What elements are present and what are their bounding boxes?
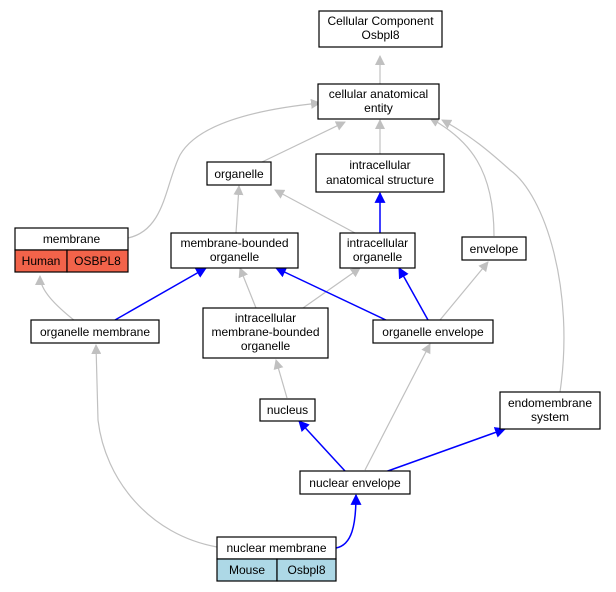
node-label: membrane-bounded bbox=[211, 325, 319, 339]
node-envelope[interactable]: envelope bbox=[461, 236, 527, 261]
edge-imbo-to-intracellular-organelle bbox=[302, 267, 361, 309]
node-label: membrane-bounded bbox=[180, 236, 288, 250]
node-label: organelle bbox=[241, 339, 291, 353]
node-intracellular-organelle[interactable]: intracellular organelle bbox=[339, 232, 416, 269]
node-nucleus[interactable]: nucleus bbox=[259, 398, 316, 422]
node-label: cellular anatomical bbox=[329, 87, 428, 101]
human-gene-label: OSBPL8 bbox=[74, 254, 121, 268]
node-organelle[interactable]: organelle bbox=[206, 161, 272, 186]
mouse-species-label: Mouse bbox=[229, 563, 265, 577]
node-label: Osbpl8 bbox=[361, 28, 399, 42]
edge-organelle-membrane-to-membrane bbox=[35, 275, 76, 322]
node-label: intracellular bbox=[349, 158, 410, 172]
edge-organelle-envelope-to-intracellular-organelle bbox=[398, 267, 429, 321]
node-label: organelle bbox=[214, 167, 264, 181]
edge-nucleus-to-imbo bbox=[273, 359, 288, 399]
edge-endomembrane-to-entity bbox=[441, 119, 565, 393]
edge-membrane-to-entity bbox=[127, 98, 321, 239]
node-membrane[interactable]: membrane Human OSBPL8 bbox=[14, 227, 129, 273]
human-species-label: Human bbox=[22, 254, 61, 268]
node-label: nuclear membrane bbox=[226, 541, 326, 555]
node-cellular-anatomical-entity[interactable]: cellular anatomical entity bbox=[317, 83, 440, 120]
node-label: organelle bbox=[210, 250, 260, 264]
node-label: anatomical structure bbox=[326, 173, 434, 187]
node-label: endomembrane bbox=[508, 396, 592, 410]
node-label: system bbox=[531, 410, 569, 424]
node-cellular-component[interactable]: Cellular Component Osbpl8 bbox=[318, 10, 443, 48]
edge-imbo-to-membrane-bounded bbox=[238, 267, 257, 309]
node-label: nuclear envelope bbox=[309, 476, 401, 490]
edge-nuclear-envelope-to-organelle-envelope bbox=[364, 343, 431, 471]
node-label: Cellular Component bbox=[327, 14, 434, 28]
edge-membrane-bounded-to-organelle bbox=[233, 185, 244, 234]
node-label: intracellular bbox=[235, 311, 296, 325]
node-label: envelope bbox=[470, 242, 519, 256]
node-label: nucleus bbox=[267, 403, 308, 417]
node-label: organelle envelope bbox=[382, 325, 484, 339]
node-organelle-membrane[interactable]: organelle membrane bbox=[30, 319, 160, 344]
edge-organelle-envelope-to-membrane-bounded bbox=[275, 267, 391, 323]
node-nuclear-envelope[interactable]: nuclear envelope bbox=[299, 470, 411, 495]
mouse-gene-cell bbox=[276, 558, 337, 582]
node-organelle-envelope[interactable]: organelle envelope bbox=[372, 319, 494, 344]
edge-nuclear-membrane-to-nuclear-envelope bbox=[335, 493, 362, 549]
node-label: intracellular bbox=[347, 236, 408, 250]
node-label: entity bbox=[364, 101, 393, 115]
mouse-gene-label: Osbpl8 bbox=[287, 563, 325, 577]
node-label: organelle bbox=[353, 250, 403, 264]
edge-nuclear-envelope-to-nucleus bbox=[298, 420, 346, 472]
edge-nuclear-membrane-to-organelle-membrane bbox=[91, 344, 218, 548]
node-label: organelle membrane bbox=[40, 325, 150, 339]
edge-organelle-membrane-to-membrane-bounded bbox=[114, 267, 207, 321]
edge-nuclear-envelope-to-endomembrane bbox=[384, 427, 507, 473]
node-intracellular-membrane-bounded-organelle[interactable]: intracellular membrane-bounded organelle bbox=[202, 307, 329, 359]
node-membrane-bounded-organelle[interactable]: membrane-bounded organelle bbox=[170, 232, 299, 269]
node-intracellular-anatomical-structure[interactable]: intracellular anatomical structure bbox=[315, 153, 445, 193]
edges bbox=[35, 55, 565, 549]
node-label: membrane bbox=[43, 232, 101, 246]
edge-intracellular-organelle-to-organelle bbox=[274, 189, 356, 234]
node-nuclear-membrane[interactable]: nuclear membrane Mouse Osbpl8 bbox=[216, 536, 337, 582]
edge-organelle-envelope-to-envelope bbox=[439, 261, 489, 321]
edge-organelle-to-entity bbox=[261, 121, 346, 163]
human-gene-cell bbox=[66, 249, 129, 273]
node-endomembrane-system[interactable]: endomembrane system bbox=[499, 391, 601, 430]
